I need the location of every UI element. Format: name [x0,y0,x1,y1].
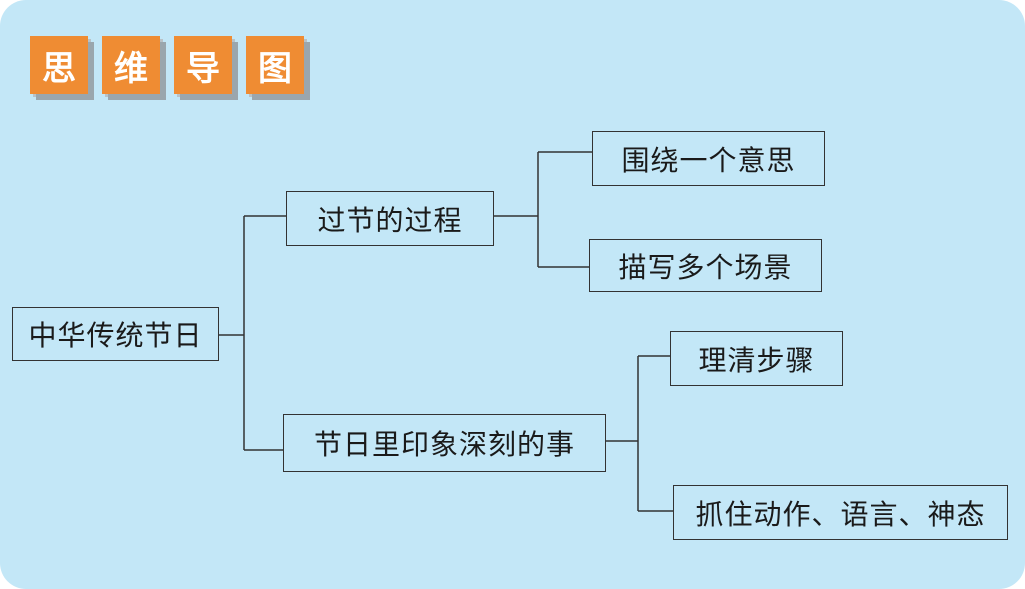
leaf-node-one-idea: 围绕一个意思 [592,131,825,186]
root-node: 中华传统节日 [12,307,219,361]
title-char-4: 图 [246,36,304,94]
leaf-node-multiple-scenes: 描写多个场景 [589,239,822,292]
leaf-node-actions-speech-expression: 抓住动作、语言、神态 [673,485,1008,540]
branch-node-process: 过节的过程 [286,191,494,246]
title-char-2: 维 [102,36,160,94]
title-char-1: 思 [30,36,88,94]
title-char-3: 导 [174,36,232,94]
branch-node-memorable-events: 节日里印象深刻的事 [283,414,606,472]
leaf-node-clarify-steps: 理清步骤 [670,331,843,386]
